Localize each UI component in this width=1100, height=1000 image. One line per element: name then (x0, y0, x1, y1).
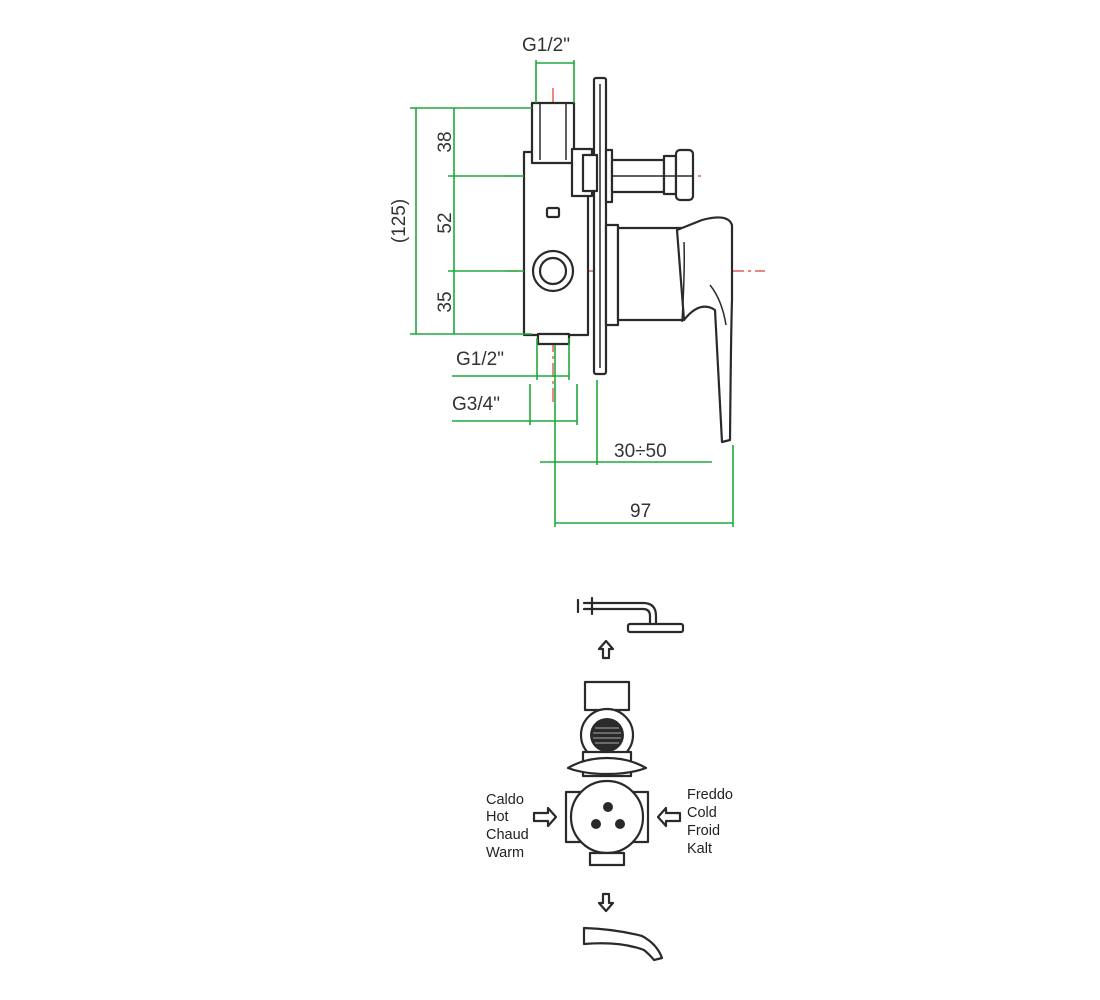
hot-label-en: Hot (486, 809, 509, 825)
hot-labels: Caldo Hot Chaud Warm (486, 792, 529, 861)
hot-label-it: Caldo (486, 792, 524, 808)
diverter-spindle (570, 147, 695, 204)
hot-label-fr: Chaud (486, 827, 529, 843)
dim-top-thread: G1/2" (522, 35, 570, 56)
dim-bottom-thread-1: G1/2" (456, 349, 504, 370)
cold-label-de: Kalt (687, 841, 712, 857)
diverter-valve (564, 680, 650, 867)
dim-depth-range: 30÷50 (614, 441, 667, 462)
dim-height-lower: 35 (435, 291, 456, 312)
dim-height-upper: 38 (435, 131, 456, 152)
side-view: G1/2" 38 52 35 (125) G1/2" G3/4" 30÷50 9… (389, 35, 765, 527)
arrow-up-icon (597, 639, 615, 660)
arrow-down-icon (597, 892, 615, 913)
arrow-right-icon (532, 806, 558, 828)
shower-head-icon (576, 596, 685, 634)
arrow-left-icon (656, 806, 682, 828)
cold-labels: Freddo Cold Froid Kalt (687, 787, 733, 857)
hot-label-de: Warm (486, 845, 524, 861)
connection-schematic: Caldo Hot Chaud Warm Freddo Cold Froid K… (486, 596, 733, 962)
cold-label-en: Cold (687, 805, 717, 821)
dim-height-middle: 52 (435, 212, 456, 233)
bath-spout-icon (582, 926, 664, 962)
dimension-lines (410, 60, 734, 527)
cover-plate (592, 76, 608, 376)
cold-label-fr: Froid (687, 823, 720, 839)
cold-label-it: Freddo (687, 787, 733, 803)
dim-bottom-thread-2: G3/4" (452, 394, 500, 415)
valve-body (522, 101, 590, 346)
lever-handle (604, 216, 734, 444)
dim-height-total: (125) (389, 199, 410, 243)
dim-total-depth: 97 (630, 501, 651, 522)
